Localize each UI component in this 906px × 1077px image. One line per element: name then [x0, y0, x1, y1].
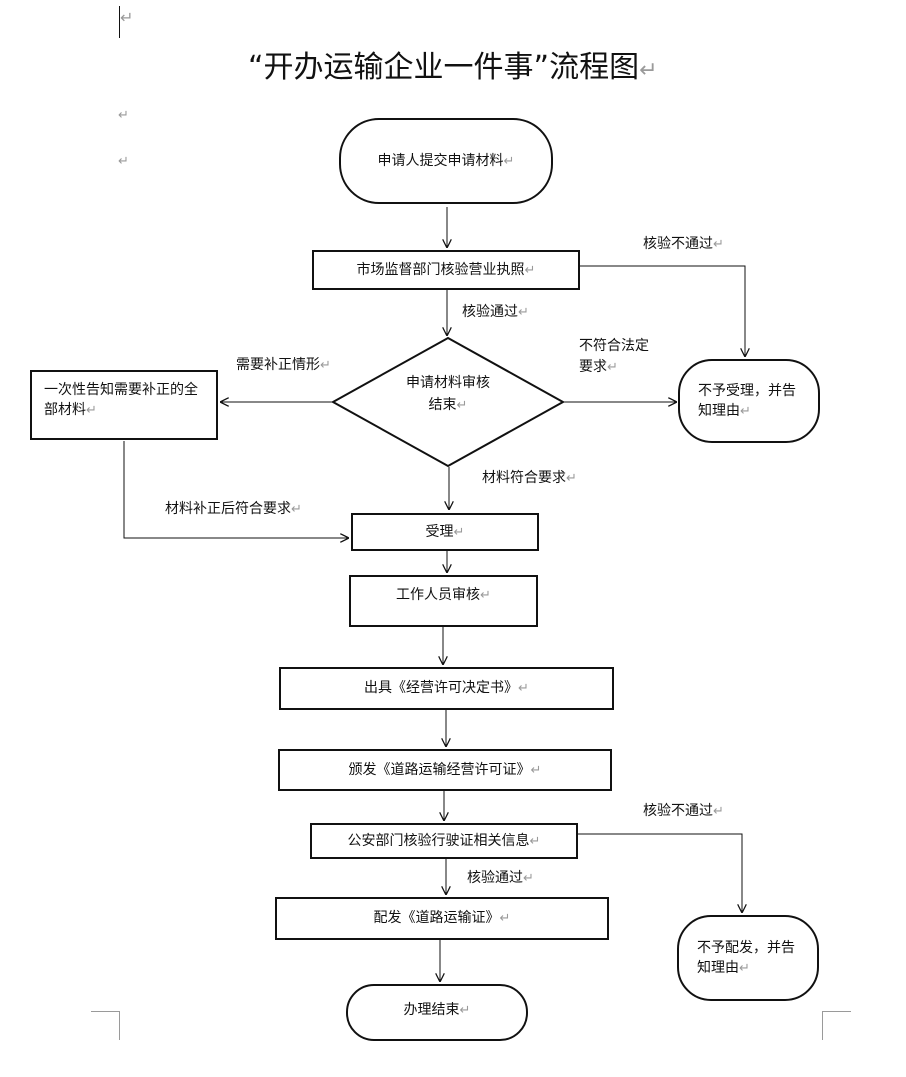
node-reject-issuance-label: 不予配发，并告知理由	[697, 939, 795, 976]
paragraph-mark: ↵	[530, 762, 542, 778]
edge-label-supplemented-ok: 材料补正后符合要求↵	[165, 501, 302, 517]
paragraph-mark: ↵	[320, 358, 331, 373]
paragraph-mark: ↵	[118, 154, 129, 169]
node-review-end-line2: 结束	[428, 397, 457, 413]
text-cursor	[119, 6, 120, 38]
page-title: “开办运输企业一件事”流程图↵	[248, 42, 658, 86]
node-issue-permit: 颁发《道路运输经营许可证》↵	[278, 749, 612, 791]
edge-label-meets-requirements: 材料符合要求↵	[482, 470, 577, 486]
node-police-verify: 公安部门核验行驶证相关信息↵	[310, 823, 578, 859]
node-notify-supplement: 一次性告知需要补正的全部材料↵	[30, 370, 218, 440]
arrow-verify-fail-to-reject	[580, 265, 745, 357]
paragraph-mark: ↵	[86, 403, 97, 418]
paragraph-mark: ↵	[120, 8, 134, 27]
paragraph-mark: ↵	[499, 911, 511, 926]
paragraph-mark: ↵	[607, 360, 618, 375]
edge-label-verify-pass-1: 核验通过↵	[462, 304, 529, 320]
node-reject-issuance: 不予配发，并告知理由↵	[677, 915, 819, 1001]
paragraph-mark: ↵	[523, 871, 534, 886]
paragraph-mark: ↵	[713, 237, 724, 252]
node-issue-decision: 出具《经营许可决定书》↵	[279, 667, 614, 710]
node-issue-transport-cert: 配发《道路运输证》↵	[275, 897, 609, 940]
page-corner-mark-bottom-right	[822, 1011, 851, 1040]
node-submit-label: 申请人提交申请材料	[377, 152, 504, 169]
paragraph-mark: ↵	[529, 833, 541, 849]
edge-label-need-supplement: 需要补正情形↵	[236, 357, 331, 373]
node-accept: 受理↵	[351, 513, 539, 551]
node-finish-label: 办理结束	[403, 1002, 460, 1018]
page-title-text: “开办运输企业一件事”流程图	[248, 50, 640, 85]
paragraph-mark: ↵	[566, 471, 577, 486]
arrow-supplement-to-accept	[123, 441, 349, 538]
node-accept-label: 受理	[425, 523, 454, 540]
paragraph-mark: ↵	[524, 262, 536, 278]
paragraph-mark: ↵	[456, 398, 468, 413]
edge-label-verify-pass-2: 核验通过↵	[467, 870, 534, 886]
paragraph-mark: ↵	[739, 960, 750, 976]
node-issue-decision-label: 出具《经营许可决定书》	[364, 680, 519, 696]
node-issue-permit-label: 颁发《道路运输经营许可证》	[348, 761, 531, 778]
node-issue-transport-cert-label: 配发《道路运输证》	[373, 910, 500, 926]
paragraph-mark: ↵	[639, 58, 658, 83]
edge-label-not-legal: 不符合法定要求↵	[579, 338, 649, 375]
paragraph-mark: ↵	[740, 403, 751, 419]
node-review-end-text: 申请材料审核 结束↵	[388, 372, 508, 417]
node-staff-review-label: 工作人员审核	[396, 587, 481, 603]
paragraph-mark: ↵	[518, 305, 529, 320]
edge-label-verify-fail-1: 核验不通过↵	[643, 236, 724, 252]
paragraph-mark: ↵	[518, 681, 529, 696]
node-review-end-line1: 申请材料审核	[406, 375, 490, 391]
node-verify-license-label: 市场监督部门核验营业执照	[356, 261, 525, 278]
node-submit-application: 申请人提交申请材料↵	[339, 118, 553, 204]
arrow-police-fail-to-reject	[578, 833, 742, 913]
paragraph-mark: ↵	[118, 108, 129, 123]
node-finish: 办理结束↵	[346, 984, 528, 1041]
paragraph-mark: ↵	[291, 502, 302, 517]
node-notify-supplement-label: 一次性告知需要补正的全部材料	[44, 382, 198, 418]
node-staff-review: 工作人员审核↵	[349, 575, 538, 627]
paragraph-mark: ↵	[503, 153, 515, 169]
paragraph-mark: ↵	[713, 804, 724, 819]
review-decision-diamond	[330, 336, 566, 468]
page-corner-mark-bottom-left	[91, 1011, 120, 1040]
node-reject-acceptance-label: 不予受理，并告知理由	[698, 382, 796, 419]
paragraph-mark: ↵	[459, 1003, 471, 1018]
node-police-verify-label: 公安部门核验行驶证相关信息	[347, 832, 530, 849]
node-reject-acceptance: 不予受理，并告知理由↵	[678, 359, 820, 443]
edge-label-verify-fail-2: 核验不通过↵	[643, 803, 724, 819]
paragraph-mark: ↵	[480, 588, 491, 603]
paragraph-mark: ↵	[453, 524, 465, 540]
node-verify-business-license: 市场监督部门核验营业执照↵	[312, 250, 580, 290]
